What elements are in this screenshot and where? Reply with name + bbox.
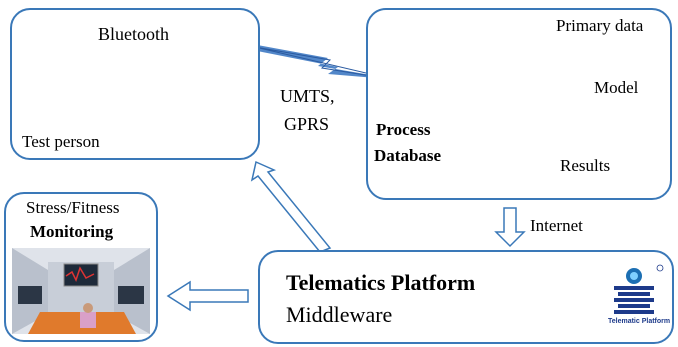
gprs-label: GPRS — [284, 114, 330, 134]
arrow-process-to-platform — [494, 207, 526, 248]
umts-label: UMTS, — [280, 86, 335, 106]
sensor-box — [10, 8, 260, 160]
bluetooth-label: Bluetooth — [98, 24, 169, 44]
internet-label: Internet — [530, 216, 583, 235]
middleware-label: Middleware — [286, 302, 393, 327]
arrow-platform-to-monitoring — [166, 280, 249, 312]
primary-data-label: Primary data — [556, 16, 644, 35]
process-box — [366, 8, 672, 200]
model-label: Model — [594, 78, 639, 97]
wireless-wedge-icon — [252, 44, 400, 81]
logo-caption: Telematic Platform — [608, 318, 671, 325]
process-label: Process — [376, 120, 431, 139]
test-person-label: Test person — [22, 132, 100, 151]
stress-fitness-label: Stress/Fitness — [26, 198, 120, 217]
telematics-box — [258, 250, 674, 344]
database-label: Database — [374, 146, 442, 165]
monitoring-label: Monitoring — [30, 222, 114, 241]
results-label: Results — [560, 156, 611, 175]
telematics-platform-label: Telematics Platform — [286, 270, 476, 295]
